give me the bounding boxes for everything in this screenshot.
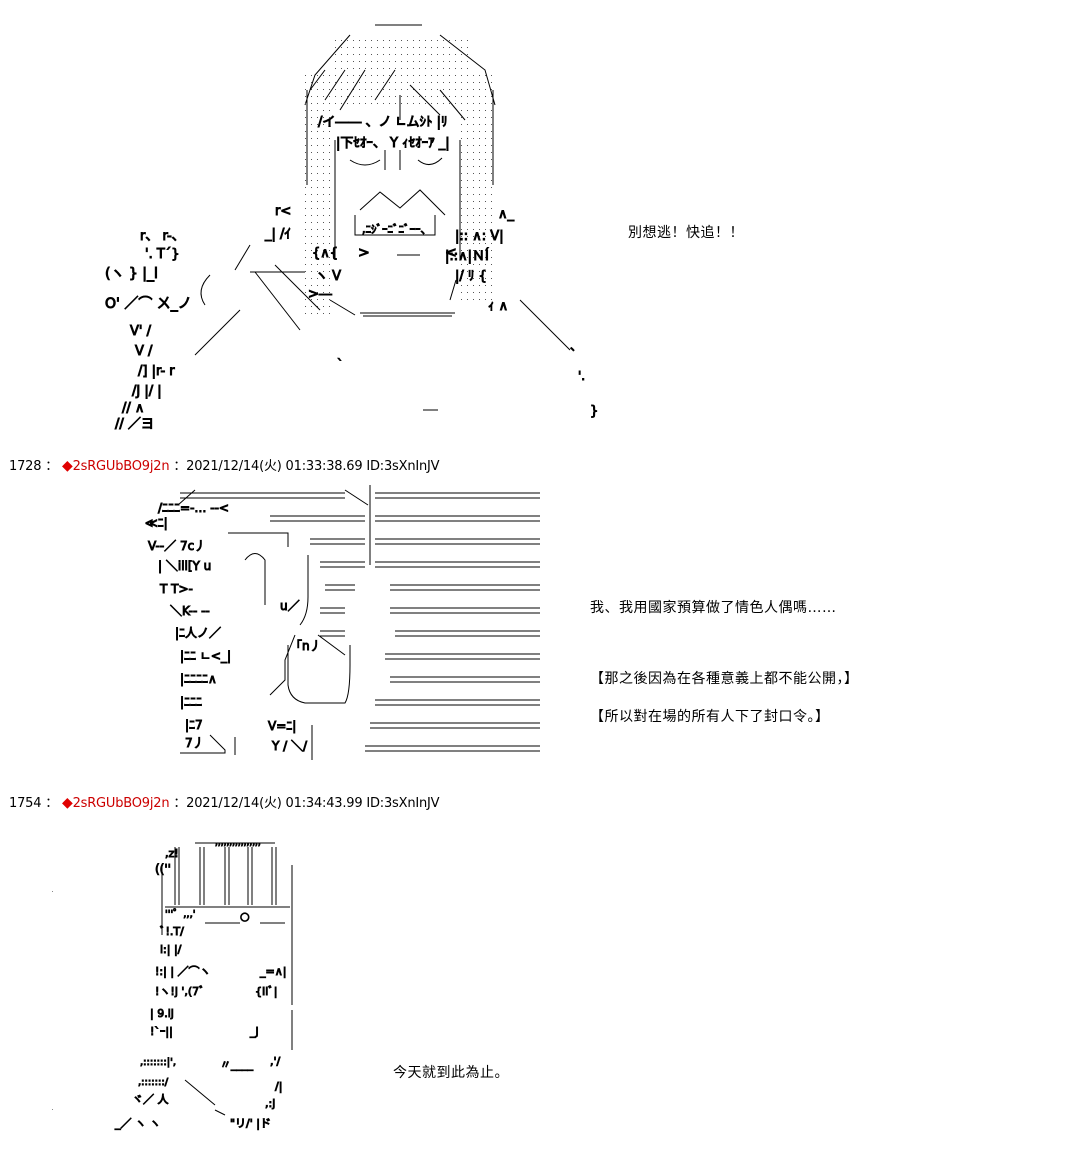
svg-text:「n丿: 「n丿 [290,639,322,653]
man-with-blinds-illustration: ≪ﾆ| /ﾆﾆﾆ=-… --< V--／ 7c丿 | ＼ill[Y u T T>… [145,485,540,760]
svg-text:V--／ 7c丿: V--／ 7c丿 [148,539,206,553]
svg-text:_=∧|: _=∧| [259,965,286,978]
trip-code[interactable]: 2sRGUbBO9j2n [72,459,170,474]
svg-text:!ヽ!j ',(7ﾞ: !ヽ!j ',(7ﾞ [155,985,205,998]
svg-text:,z!: ,z! [165,847,179,860]
svg-text:ﾞ!.T/: ﾞ!.T/ [160,925,184,938]
dialog-line: 今天就到此為止。 [393,1065,509,1081]
dialog-line: 我、我用國家預算做了情色人偶嗎…… [590,600,837,616]
svg-text:,:::::::|',: ,:::::::|', [140,1057,176,1068]
svg-text:(ヽ } |_l: (ヽ } |_l [105,266,158,282]
svg-text:!:| | ／⌒ヽ: !:| | ／⌒ヽ [155,965,211,978]
svg-text:r<: r< [275,204,291,219]
svg-text:/|: /| [275,1080,282,1093]
svg-text:|:: ∧: V|: |:: ∧: V| [455,229,504,244]
svg-text:u／: u／ [280,599,300,613]
post-header-1754: 1754 ： ◆2sRGUbBO9j2n ：2021/12/14(火) 01:3… [9,792,440,811]
red-diamond-icon: ◆ [61,458,73,474]
svg-text:,'/: ,'/ [270,1055,281,1068]
post-separator: ： [45,796,59,811]
svg-text:// ／ヨ: // ／ヨ [115,417,154,430]
post-id: ID:3sXnInJV [366,796,440,811]
svg-text:ｨ ∧: ｨ ∧ [488,299,508,314]
svg-text:○: ○ [240,910,250,923]
svg-text:!`ｰ||: !`ｰ|| [150,1025,173,1038]
svg-text:l:| |/: l:| |/ [160,943,182,956]
svg-text:'.: '. [578,369,585,383]
svg-text:,:::::::/: ,:::::::/ [138,1077,169,1088]
svg-text:|/ ﾘ {: |/ ﾘ { [455,269,487,284]
svg-text:ヽ V: ヽ V [315,269,341,284]
svg-text:T T>-: T T>- [159,582,193,596]
post-number: 1728 [9,459,42,474]
svg-text:'. T´}: '. T´} [145,247,180,262]
svg-text:'''゜,,,': '''゜,,,' [165,908,196,920]
svg-text:|ﾆﾆﾆﾆ∧: |ﾆﾆﾆﾆ∧ [180,672,217,686]
svg-text:|ﾆﾆﾆ: |ﾆﾆﾆ [180,695,202,709]
stray-mark [52,891,53,892]
svg-text:V' /: V' / [130,324,152,339]
svg-text:V /: V / [135,344,153,359]
svg-text:,ﾆｼﾞｰﾆﾞﾆﾞｰｰ、: ,ﾆｼﾞｰﾆﾞﾆﾞｰｰ、 [362,223,432,236]
svg-text:、: 、 [570,339,582,353]
ascii-art-man-in-tall-hat: ,,,,,,,,,,,,,,,, ,z! (('' '''゜,,,' ○ ﾞ!.… [40,835,310,1135]
narration-line: 【那之後因為在各種意義上都不能公開，】 [590,671,859,687]
post-separator: ： [45,459,59,474]
svg-text:}: } [590,404,598,419]
svg-text:|ﾆ7: |ﾆ7 [185,718,203,732]
svg-text:|下ｾｵｰ、 Y ｨｾｵｰｱ _|: |下ｾｵｰ、 Y ｨｾｵｰｱ _| [336,136,450,151]
svg-text:`: ` [337,357,343,371]
svg-text:,,,,,,,,,,,,,,,,: ,,,,,,,,,,,,,,,, [215,838,261,848]
svg-text:_| /ｲ: _| /ｲ [264,227,291,242]
svg-text:|::∧|ＮÍ: |::∧|ＮÍ [445,248,489,264]
svg-text:7丿: 7丿 [185,736,205,750]
svg-text:{∧{: {∧{ [312,246,338,261]
angry-man-illustration: /イ―― 、ノ ∟ムｼﾄ |ﾘ |下ｾｵｰ、 Y ｨｾｵｰｱ _| ,ﾆｼﾞｰﾆ… [105,24,599,430]
svg-text:V=ﾆ|: V=ﾆ| [268,719,296,733]
stray-mark [52,1109,53,1110]
svg-text:Y / ＼/: Y / ＼/ [271,739,308,753]
dialog-line: 別想逃！快追！！ [628,225,744,241]
svg-text:// ∧: // ∧ [122,401,144,416]
svg-text:<: < [445,245,457,261]
ascii-art-man-with-blinds: ≪ﾆ| /ﾆﾆﾆ=-… --< V--／ 7c丿 | ＼ill[Y u T T>… [140,485,550,760]
svg-text:| 9.lj: | 9.lj [150,1007,174,1020]
svg-text:≪ﾆ|: ≪ﾆ| [145,516,168,530]
man-in-tall-hat-illustration: ,,,,,,,,,,,,,,,, ,z! (('' '''゜,,,' ○ ﾞ!.… [114,838,293,1131]
post-datetime: ：2021/12/14(火) 01:33:38.69 [173,459,363,474]
post-datetime: ：2021/12/14(火) 01:34:43.99 [173,796,363,811]
svg-text:| ＼ill[Y u: | ＼ill[Y u [158,559,211,573]
svg-text:/ﾆﾆﾆ=-… --<: /ﾆﾆﾆ=-… --< [158,501,229,515]
svg-text:"リ/' |ド: "リ/' |ド [230,1117,271,1130]
svg-text:|ﾆ人ノ／: |ﾆ人ノ／ [175,626,221,640]
svg-text:>: > [358,245,370,261]
svg-text:(('': (('' [155,862,171,876]
svg-text:r、 r-、: r、 r-、 [140,229,185,244]
svg-text:＼K-- --: ＼K-- -- [170,604,210,618]
svg-text:/J |/ |: /J |/ | [132,384,162,399]
svg-text:>―: >― [308,287,332,302]
svg-text:∧_: ∧_ [498,207,515,222]
svg-text:_／ ヽ ヽ: _／ ヽ ヽ [114,1117,161,1130]
svg-text:/イ―― 、ノ ∟ムｼﾄ |ﾘ: /イ―― 、ノ ∟ムｼﾄ |ﾘ [318,115,448,130]
svg-text:_j: _j [249,1025,259,1038]
trip-code[interactable]: 2sRGUbBO9j2n [72,796,170,811]
svg-text:/] |r- r: /] |r- r [138,364,175,379]
narration-line: 【所以對在場的所有人下了封口令。】 [590,709,830,725]
svg-text:{Iiﾞ|: {Iiﾞ| [255,985,278,998]
red-diamond-icon: ◆ [61,795,73,811]
post-header-1728: 1728 ： ◆2sRGUbBO9j2n ：2021/12/14(火) 01:3… [9,455,440,474]
post-number: 1754 [9,796,42,811]
svg-text:|ﾆﾆ ㄴ<_|: |ﾆﾆ ㄴ<_| [180,649,231,663]
ascii-art-angry-man: /イ―― 、ノ ∟ムｼﾄ |ﾘ |下ｾｵｰ、 Y ｨｾｵｰｱ _| ,ﾆｼﾞｰﾆ… [100,10,610,430]
svg-text:O' ／⌒ ㄨ_ノ: O' ／⌒ ㄨ_ノ [105,296,192,312]
svg-text:〃____: 〃____ [220,1058,253,1071]
svg-text:,:j: ,:j [265,1097,275,1110]
svg-text:ヾ／ 人: ヾ／ 人 [132,1093,169,1106]
post-id: ID:3sXnInJV [366,459,440,474]
